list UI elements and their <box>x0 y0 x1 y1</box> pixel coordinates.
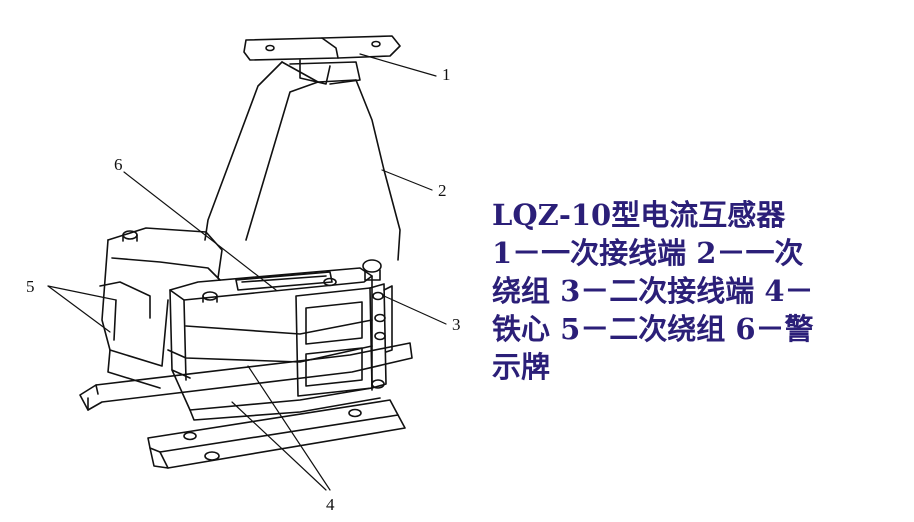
callout-1: 1 <box>442 65 451 84</box>
leader-4a <box>247 365 331 491</box>
leader-lines <box>47 53 447 491</box>
primary-terminal <box>243 35 401 85</box>
callout-3: 3 <box>452 315 461 334</box>
callout-4: 4 <box>326 495 335 514</box>
figure-caption: LQZ-10型电流互感器 1－一次接线端 2－一次 绕组 3－二次接线端 4－ … <box>492 196 897 386</box>
leader-6 <box>123 171 277 291</box>
caption-legend-line-4: 示牌 <box>492 350 551 384</box>
warning-plate <box>235 271 333 291</box>
caption-legend-line-1: 1－一次接线端 2－一次 <box>492 236 804 270</box>
leader-5b <box>47 285 111 333</box>
transformer-drawing: 1 2 3 4 5 6 <box>26 35 461 514</box>
leader-4b <box>231 401 327 491</box>
caption-legend-line-2: 绕组 3－二次接线端 4－ <box>492 274 814 308</box>
leader-5a <box>47 285 117 301</box>
callout-6: 6 <box>114 155 123 174</box>
secondary-terminal-studs <box>362 259 393 389</box>
secondary-winding-left <box>99 227 223 389</box>
caption-title: LQZ-10型电流互感器 <box>492 198 786 232</box>
leader-1 <box>359 53 437 77</box>
callout-5: 5 <box>26 277 35 296</box>
base-rail-front <box>147 399 406 469</box>
primary-winding-housing <box>204 61 401 261</box>
leader-2 <box>381 169 433 191</box>
callout-2: 2 <box>438 181 447 200</box>
caption-legend-line-3: 铁心 5－二次绕组 6－警 <box>492 312 814 346</box>
leader-3 <box>383 295 447 325</box>
base-rail-rear <box>79 342 413 411</box>
